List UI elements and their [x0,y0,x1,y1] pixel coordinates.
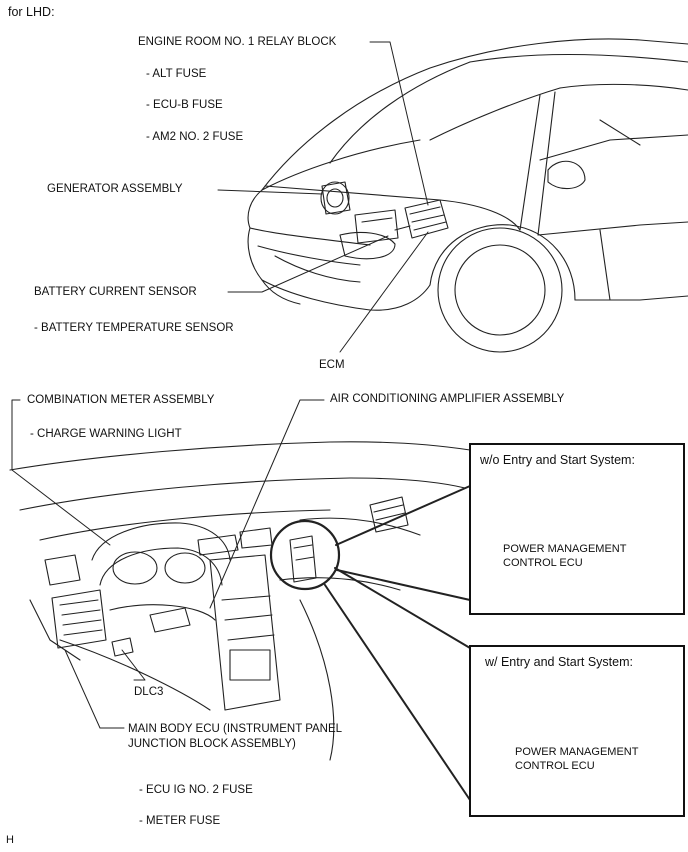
ecu-ig-fuse-label: - ECU IG NO. 2 FUSE [139,784,253,796]
meter-fuse-label: - METER FUSE [139,815,221,827]
inset-box-with-entry-start: w/ Entry and Start System: POWER MANAGEM… [469,645,685,817]
ac-amplifier-label: AIR CONDITIONING AMPLIFIER ASSEMBLY [330,393,565,405]
main-body-ecu-label-line1: MAIN BODY ECU (INSTRUMENT PANEL [128,723,343,735]
dashboard-illustration [9,441,471,801]
ecm-label: ECM [319,359,345,371]
inset-without-part-line2: CONTROL ECU [503,557,583,569]
am2-fuse-label: - AM2 NO. 2 FUSE [146,131,244,143]
leader-lines [11,41,429,729]
inset-with-part-line2: CONTROL ECU [515,760,595,772]
dlc3-label: DLC3 [134,686,164,698]
ecu-b-fuse-label: - ECU-B FUSE [146,99,223,111]
charge-warning-light-label: - CHARGE WARNING LIGHT [30,428,182,440]
inset-with-title: w/ Entry and Start System: [485,655,633,669]
figure-code: H [6,834,14,846]
generator-label: GENERATOR ASSEMBLY [47,183,183,195]
main-body-ecu-label-line2: JUNCTION BLOCK ASSEMBLY) [128,738,296,750]
car-illustration [247,38,688,353]
inset-without-title: w/o Entry and Start System: [480,453,635,467]
alt-fuse-label: - ALT FUSE [146,68,207,80]
combination-meter-label: COMBINATION METER ASSEMBLY [27,394,215,406]
battery-temp-sensor-label: - BATTERY TEMPERATURE SENSOR [34,322,234,334]
inset-box-without-entry-start: w/o Entry and Start System: POWER MANAGE… [469,443,685,615]
relay-block-label: ENGINE ROOM NO. 1 RELAY BLOCK [138,36,337,48]
battery-current-sensor-label: BATTERY CURRENT SENSOR [34,286,197,298]
inset-without-part-line1: POWER MANAGEMENT [503,543,627,555]
variant-label: for LHD: [8,5,55,19]
inset-with-part-line1: POWER MANAGEMENT [515,746,639,758]
